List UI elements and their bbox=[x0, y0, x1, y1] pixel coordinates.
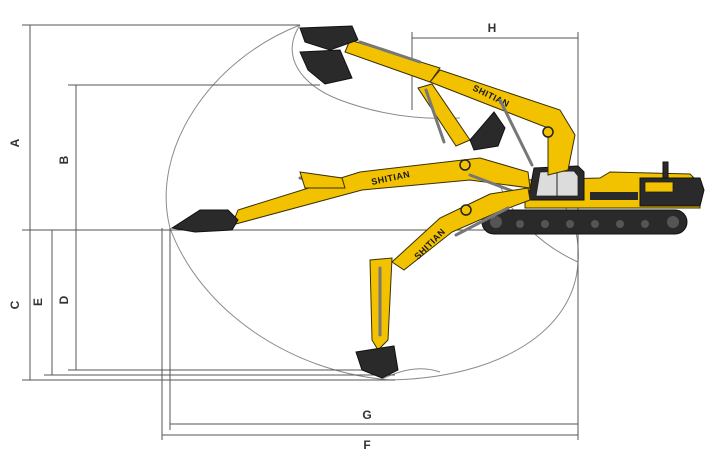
stick-curl-cylinder bbox=[424, 88, 446, 144]
body-side-stripe bbox=[590, 192, 638, 200]
boom-dig-cylinder bbox=[454, 206, 510, 237]
boom-reach-pivot bbox=[459, 159, 471, 171]
dim-e-label: E bbox=[31, 298, 45, 306]
track-rollers bbox=[490, 216, 679, 228]
stick-raised-cylinder bbox=[358, 40, 422, 64]
boom-position-dig: SHITIAN bbox=[355, 187, 531, 379]
boom-raised bbox=[429, 69, 576, 176]
dim-d-label: D bbox=[57, 295, 71, 304]
boom-dig-pivot bbox=[460, 204, 472, 216]
boom-raised-pivot bbox=[542, 126, 554, 138]
dim-c-label: C bbox=[8, 300, 22, 309]
dim-a-label: A bbox=[8, 138, 22, 147]
excavator-body bbox=[481, 161, 705, 235]
dim-f-label: F bbox=[363, 438, 370, 452]
bucket-reach bbox=[170, 209, 239, 233]
dim-b-label: B bbox=[57, 155, 71, 164]
bucket-raised-upper bbox=[299, 25, 359, 51]
boom-raised-cylinder bbox=[498, 98, 534, 167]
boom-position-reach: SHITIAN bbox=[170, 157, 531, 233]
stick-raised bbox=[344, 39, 441, 83]
engine-hood-detail bbox=[644, 181, 674, 193]
dim-h-label: H bbox=[488, 21, 497, 35]
bucket-curled bbox=[469, 111, 506, 151]
track-undercarriage bbox=[481, 209, 688, 235]
dim-g-label: G bbox=[362, 408, 371, 422]
dimension-labels: A B C E D H G F bbox=[8, 21, 496, 452]
close-dig-arc bbox=[379, 368, 441, 381]
boom-position-raised: SHITIAN bbox=[299, 25, 576, 176]
bucket-raised-lower bbox=[299, 49, 353, 85]
exhaust-stack bbox=[662, 161, 669, 179]
boom-reach bbox=[231, 157, 531, 226]
upper-boom-arc bbox=[291, 24, 461, 119]
dimension-lines bbox=[22, 24, 579, 440]
stick-reach-bracket bbox=[299, 171, 346, 189]
bucket-dig bbox=[355, 345, 399, 379]
boom-reach-cylinder bbox=[468, 173, 517, 194]
